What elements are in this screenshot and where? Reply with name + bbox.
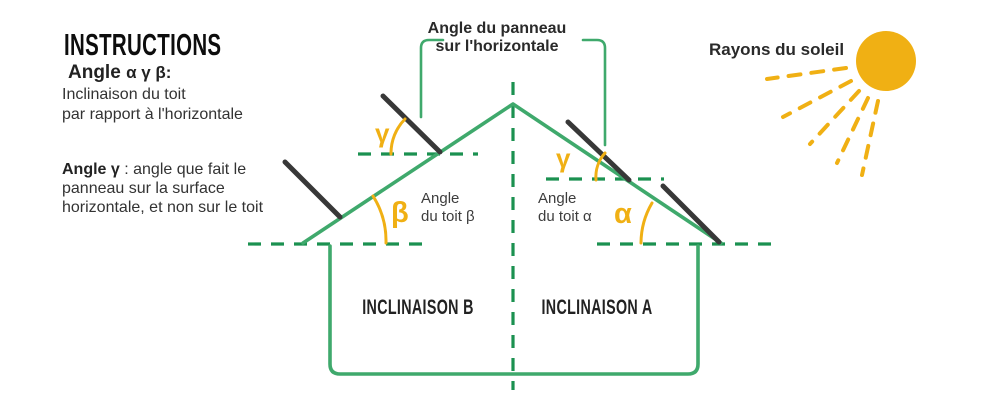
gamma-a-symbol: γ [556, 143, 571, 173]
gamma-definition-line2: panneau sur la surface [62, 180, 225, 197]
sun-rays-label: Rayons du soleil [709, 40, 845, 59]
bracket-right-connector [581, 38, 607, 147]
beta-symbol: β [391, 197, 409, 229]
angles-definition-symbols: α γ β: [126, 63, 172, 82]
sun-ray-5 [860, 99, 880, 177]
gamma-definition-line1: Angle γ : angle que fait le [62, 160, 263, 179]
solar-panel-lower-left [282, 159, 343, 220]
page-title: INSTRUCTIONS [64, 27, 222, 62]
inclinaison-b-label: INCLINAISON B [362, 296, 474, 319]
panel-angle-label: Angle du panneau sur l'horizontale [392, 20, 602, 56]
alpha-symbol: α [614, 198, 632, 230]
gamma-a-arc [594, 151, 607, 182]
gamma-definition-lead: Angle γ [62, 161, 120, 178]
roof-angle-a-line2: du toit α [538, 208, 592, 225]
panel-angle-label-line2: sur l'horizontale [435, 38, 559, 55]
sun-ray-1 [765, 66, 848, 81]
sun-ray-2 [781, 79, 853, 119]
sun-icon [856, 31, 916, 91]
angles-definition-line3: par rapport à l'horizontale [62, 106, 243, 123]
solar-panel-upper-right [565, 119, 632, 183]
gamma-definition-body: Angle γ : angle que fait le panneau sur … [62, 160, 263, 217]
gamma-definition-line3: horizontale, et non sur le toit [62, 199, 264, 216]
angles-definition-body: Inclinaison du toit par rapport à l'hori… [62, 85, 243, 125]
bracket-left-connector [419, 38, 445, 119]
gamma-definition-rest: : angle que fait le [119, 161, 247, 178]
solar-panel-upper-left [380, 93, 443, 155]
roof-angle-a-label: Angle du toit α [538, 190, 592, 226]
sun-ray-3 [808, 89, 861, 146]
house-walls [328, 244, 700, 376]
roof-angle-b-line1: Angle [421, 190, 460, 207]
angles-definition-line2: Inclinaison du toit [62, 86, 186, 103]
roof-angle-a-line1: Angle [538, 190, 577, 207]
angles-definition-heading: Angle α γ β: [68, 62, 171, 84]
gamma-b-arc [389, 117, 407, 156]
beta-arc [371, 194, 388, 245]
sun-ray-4 [835, 96, 870, 165]
panel-angle-label-line1: Angle du panneau [427, 20, 567, 37]
solar-panel-lower-right [660, 183, 722, 245]
roof-angle-b-line2: du toit β [421, 208, 475, 225]
roof-angle-b-label: Angle du toit β [421, 190, 475, 226]
gamma-b-symbol: γ [375, 118, 390, 148]
inclinaison-a-label: INCLINAISON A [541, 296, 653, 319]
alpha-arc [639, 201, 654, 245]
sun-rays-icon [765, 66, 880, 177]
angles-definition-lead: Angle [68, 62, 121, 83]
